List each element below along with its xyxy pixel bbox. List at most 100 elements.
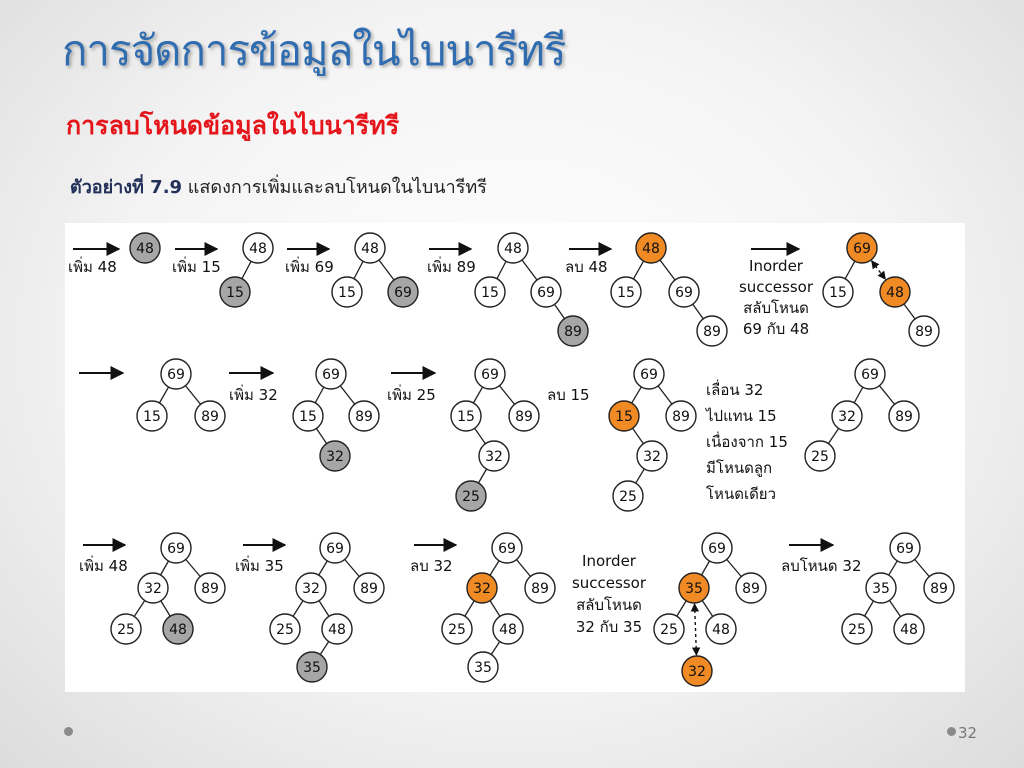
tree-node-circle: [354, 232, 386, 264]
tree-node-circle: [653, 613, 685, 645]
tree-node: 48: [497, 232, 529, 264]
slide-title: การจัดการข้อมูลในไบนารีทรี: [62, 26, 566, 75]
tree-node-value: 32: [688, 664, 706, 680]
step-label-line: 32 กับ 35: [576, 618, 642, 636]
tree-node-circle: [321, 613, 353, 645]
tree-node: 32: [137, 572, 169, 604]
tree-node-circle: [879, 276, 911, 308]
tree-node-circle: [491, 532, 523, 564]
tree-node-circle: [194, 400, 226, 432]
tree-node-value: 32: [643, 449, 661, 465]
tree-node: 32: [681, 655, 713, 687]
tree-node: 69: [846, 232, 878, 264]
step-label-line: Inorder: [582, 552, 637, 570]
tree-node-value: 15: [457, 409, 475, 425]
tree-node-circle: [705, 613, 737, 645]
step-label-13: ลบ 32: [410, 557, 453, 575]
tree-node-circle: [841, 613, 873, 645]
tree-node: 25: [441, 613, 473, 645]
step-label-1: เพิ่ม 48: [68, 256, 117, 276]
tree-node: 89: [524, 572, 556, 604]
tree-node: 35: [865, 572, 897, 604]
tree-node: 89: [194, 400, 226, 432]
step-label-line: ลบโหนด 32: [781, 557, 862, 575]
tree-node: 48: [242, 232, 274, 264]
tree-node-circle: [474, 358, 506, 390]
step-label-line: เพิ่ม 89: [427, 256, 476, 276]
tree-node-value: 48: [499, 622, 517, 638]
tree-node: 32: [478, 440, 510, 472]
tree-node-value: 69: [481, 367, 499, 383]
tree-node: 35: [678, 572, 710, 604]
tree-node-circle: [636, 440, 668, 472]
step-label-line: 69 กับ 48: [743, 320, 809, 338]
tree-node-circle: [822, 276, 854, 308]
step-label-5: ลบ 48: [565, 258, 608, 276]
tree-node-value: 25: [619, 489, 637, 505]
tree-node-value: 25: [117, 622, 135, 638]
tree-node: 89: [923, 572, 955, 604]
tree-node-circle: [219, 276, 251, 308]
tree-node-value: 48: [900, 622, 918, 638]
tree-node-circle: [160, 358, 192, 390]
tree-node: 32: [636, 440, 668, 472]
step-label-line: ลบ 48: [565, 258, 608, 276]
tree-node-circle: [497, 232, 529, 264]
tree-node-value: 15: [299, 409, 317, 425]
tree-node: 32: [831, 400, 863, 432]
tree-node-circle: [610, 276, 642, 308]
tree-node-value: 48: [136, 241, 154, 257]
step-label-11: เพิ่ม 48: [79, 555, 128, 575]
tree-node-circle: [353, 572, 385, 604]
tree-node-value: 69: [853, 241, 871, 257]
step-label-line: โหนดเดียว: [706, 485, 776, 503]
step-label-line: มีโหนดลูก: [706, 459, 772, 477]
tree-node-value: 15: [617, 285, 635, 301]
tree-node: 15: [292, 400, 324, 432]
tree-node-value: 89: [742, 581, 760, 597]
tree-node-value: 69: [498, 541, 516, 557]
tree-node: 69: [854, 358, 886, 390]
tree-node-circle: [557, 315, 589, 347]
tree-node: 69: [701, 532, 733, 564]
step-label-8: เพิ่ม 25: [387, 384, 436, 404]
tree-node-circle: [315, 358, 347, 390]
tree-node: 69: [633, 358, 665, 390]
tree-node-circle: [136, 400, 168, 432]
tree-node-circle: [319, 440, 351, 472]
tree-node-value: 32: [473, 581, 491, 597]
tree-node-value: 69: [322, 367, 340, 383]
tree-node: 48: [635, 232, 667, 264]
step-label-line: เพิ่ม 48: [79, 555, 128, 575]
tree-node: 15: [822, 276, 854, 308]
tree-node-value: 32: [302, 581, 320, 597]
tree-node-value: 48: [886, 285, 904, 301]
tree-node-value: 48: [361, 241, 379, 257]
tree-node-value: 15: [338, 285, 356, 301]
tree-node-value: 25: [848, 622, 866, 638]
step-label-3: เพิ่ม 69: [285, 256, 334, 276]
tree-node-circle: [162, 613, 194, 645]
tree-node-value: 35: [685, 581, 703, 597]
step-label-9: ลบ 15: [547, 386, 590, 404]
tree-node-value: 15: [615, 409, 633, 425]
example-label: ตัวอย่างที่ 7.9: [70, 177, 183, 198]
tree-node: 15: [331, 276, 363, 308]
step-label-line: เลื่อน 32: [706, 379, 763, 399]
tree-node-circle: [160, 532, 192, 564]
step-label-line: เพิ่ม 32: [229, 384, 278, 404]
tree-node-value: 25: [660, 622, 678, 638]
tree-node-value: 69: [167, 541, 185, 557]
swap-arrow: [690, 603, 701, 656]
tree-node-circle: [524, 572, 556, 604]
tree-node-value: 89: [930, 581, 948, 597]
step-label-line: เพิ่ม 48: [68, 256, 117, 276]
tree-node-value: 48: [504, 241, 522, 257]
tree-node: 15: [450, 400, 482, 432]
tree-node-value: 32: [144, 581, 162, 597]
tree-node-circle: [846, 232, 878, 264]
